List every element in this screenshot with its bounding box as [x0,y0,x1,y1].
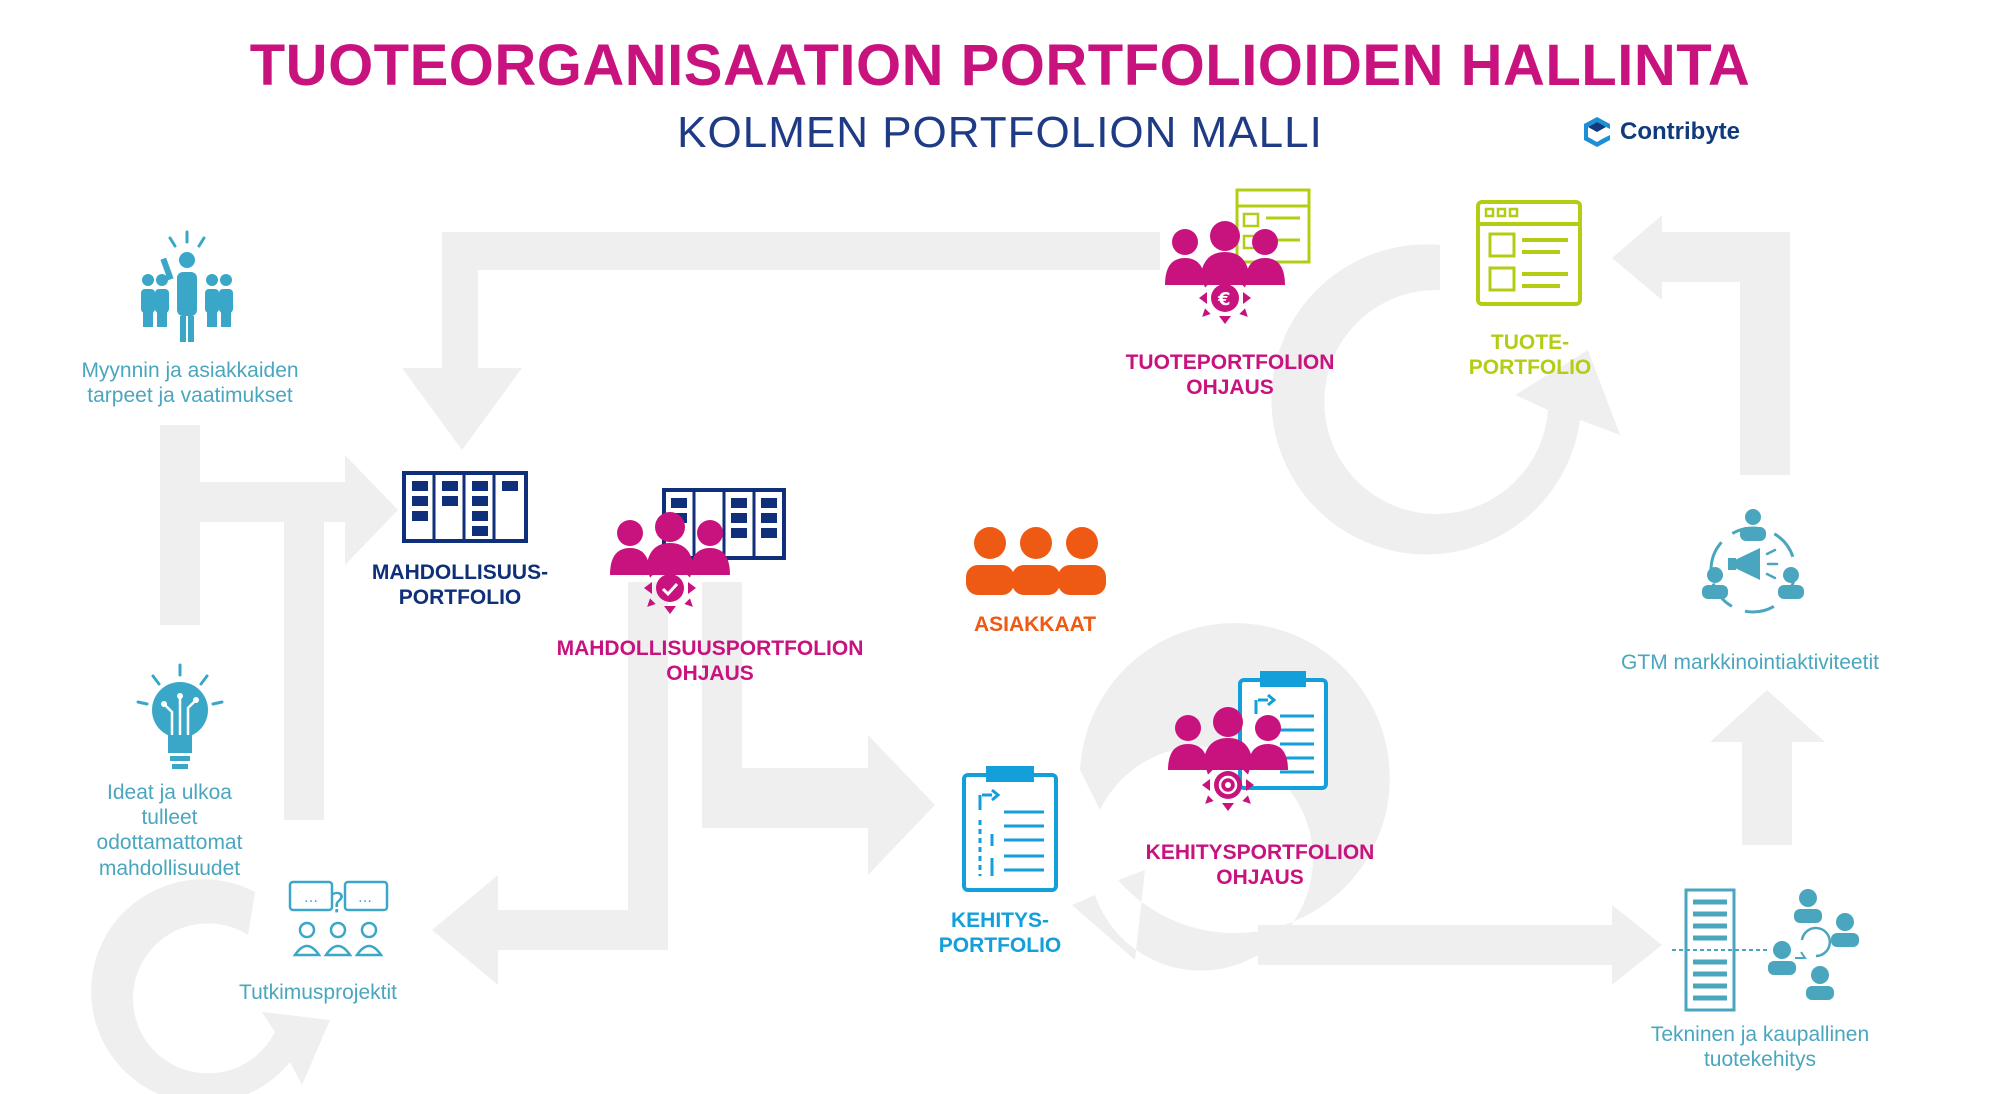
arrow-top-to-opportunity [402,232,1160,450]
governance-check-icon [610,488,786,614]
label-product-governance: TUOTEPORTFOLION OHJAUS [1110,350,1350,400]
product-window-icon [1476,200,1582,306]
label-research: Tutkimusprojektit [239,981,397,1004]
label-ideas: Ideat ja ulkoa tulleet odottamattomat ma… [96,781,243,880]
discussion-group-icon: … … ? [288,880,389,957]
arrow-gtm-to-product [1612,215,1790,475]
svg-text:…: … [358,890,372,906]
label-line: KEHITYSPORTFOLION [1145,841,1375,864]
backlog-team-icon [1672,888,1859,1012]
label-development-portfolio: KEHITYS- PORTFOLIO [900,908,1100,958]
label-product-portfolio: TUOTE- PORTFOLIO [1430,330,1630,380]
arrow-opportunity-to-research [432,582,668,985]
contribyte-logo: Contribyte [1580,112,1740,152]
label-line: PORTFOLIO [1468,356,1592,380]
label-tech-commercial: Tekninen ja kaupallinen tuotekehitys [1650,1023,1870,1072]
svg-text:?: ? [330,886,345,919]
governance-target-icon [1168,671,1328,811]
logo-mark-icon [1584,117,1610,147]
label-line: OHJAUS [1216,866,1304,890]
label-line: KEHITYS- [950,909,1049,932]
label-line: TUOTEPORTFOLION [1125,351,1335,374]
governance-euro-icon: € [1165,188,1311,324]
label-development-governance: KEHITYSPORTFOLION OHJAUS [1130,840,1390,890]
arrow-ideas-rail [284,510,324,820]
flow-arrows [91,215,1825,1094]
label-sales-needs: Myynnin ja asiakkaiden tarpeet ja vaatim… [81,359,299,408]
arrow-tech-to-gtm [1710,690,1825,845]
cycle-research [91,879,330,1094]
customers-icon [966,527,1106,595]
lightbulb-icon [136,663,224,769]
label-line: TUOTE- [1490,331,1570,354]
kanban-board-icon [402,471,528,543]
cycle-product [1271,244,1620,555]
label-opportunity-governance: MAHDOLLISUUSPORTFOLION OHJAUS [540,636,880,686]
arrow-needs-to-opportunity [160,425,398,625]
label-line: PORTFOLIO [938,934,1062,958]
page-title: TUOTEORGANISAATION PORTFOLIOIDEN HALLINT… [249,33,1751,98]
logo-text: Contribyte [1620,118,1740,145]
leader-group-icon [141,230,233,342]
megaphone-team-icon [1702,509,1804,614]
page-subtitle: KOLMEN PORTFOLION MALLI [677,108,1323,157]
svg-text:€: € [1217,289,1231,310]
svg-text:…: … [304,890,318,906]
arrow-opportunity-to-development [702,582,935,875]
label-line: MAHDOLLISUUSPORTFOLION [556,637,864,660]
label-gtm: GTM markkinointiaktiviteetit [1621,651,1879,674]
clipboard-icon [962,766,1058,892]
label-line: OHJAUS [666,662,754,686]
label-line: PORTFOLIO [398,586,522,610]
label-customers: ASIAKKAAT [973,613,1097,636]
label-line: MAHDOLLISUUS- [371,561,549,584]
label-opportunity-portfolio: MAHDOLLISUUS- PORTFOLIO [340,560,580,610]
arrow-development-to-tech [1258,905,1662,985]
label-line: OHJAUS [1186,376,1274,400]
